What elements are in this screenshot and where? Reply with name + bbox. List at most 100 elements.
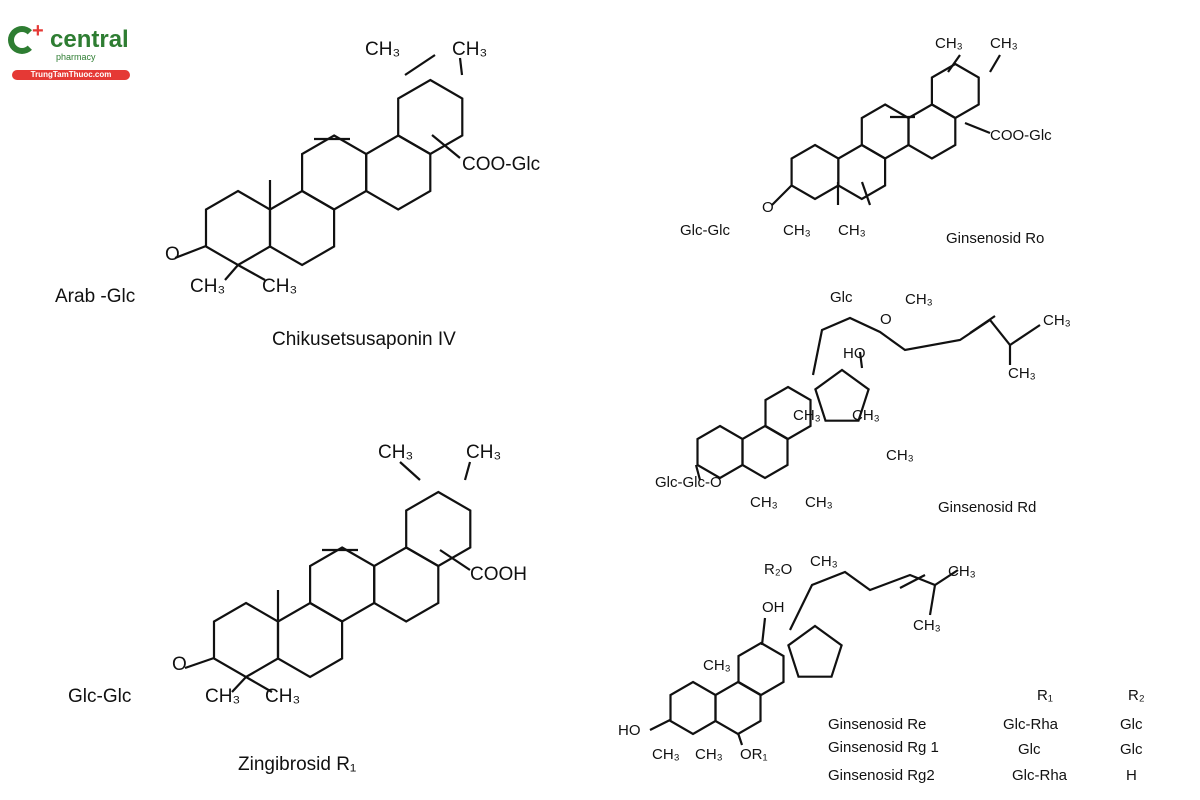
label: CH₃ — [262, 276, 297, 297]
ginsenosid-ro-structure: CH₃ CH₃ COO-Glc O Glc-Glc CH₃ CH₃ Ginsen… — [680, 35, 1052, 247]
ring — [405, 490, 472, 568]
label: O — [165, 244, 180, 265]
bond — [694, 464, 702, 481]
label: CH₃ — [948, 563, 976, 580]
bond — [964, 121, 991, 135]
table-cell: Glc — [1120, 716, 1143, 733]
ring — [907, 103, 957, 160]
label: CH₃ — [810, 553, 838, 570]
bond — [858, 351, 864, 369]
bond — [736, 732, 744, 746]
table-cell: Glc-Rha — [1012, 767, 1068, 784]
compound-name: Chikusetsusaponin IV — [272, 329, 456, 350]
compound-name: Ginsenosid Rd — [938, 499, 1036, 516]
label: CH₃ — [466, 442, 501, 463]
table-header: R₁ — [1037, 687, 1053, 704]
label: CH₃ — [265, 686, 300, 707]
label: COO-Glc — [990, 127, 1052, 144]
bond — [439, 549, 471, 571]
label: R₂O — [764, 561, 792, 578]
bond — [458, 57, 464, 76]
ring — [373, 546, 440, 623]
label: CH₃ — [793, 407, 821, 424]
label: CH₃ — [703, 657, 731, 674]
table-cell: Glc-Rha — [1003, 716, 1059, 733]
label: CH₃ — [990, 35, 1018, 52]
logo-c-icon — [8, 26, 36, 54]
bond — [231, 676, 247, 693]
ring — [837, 143, 887, 201]
label: COOH — [470, 564, 527, 585]
label: CH₃ — [1043, 312, 1071, 329]
table-cell: Glc — [1018, 741, 1041, 758]
ring — [737, 641, 785, 697]
substituent-table: R₁ R₂ Ginsenosid Re Glc-Rha Glc Ginsenos… — [828, 687, 1145, 784]
table-cell: Ginsenosid Rg 1 — [828, 739, 939, 756]
ring — [397, 78, 464, 156]
label: CH₃ — [750, 494, 778, 511]
bond — [224, 264, 239, 281]
bond — [771, 184, 793, 206]
label: CH₃ — [695, 746, 723, 763]
table-cell: H — [1126, 767, 1137, 784]
label: CH₃ — [913, 617, 941, 634]
compound-name: Ginsenosid Ro — [946, 230, 1044, 247]
ginsenosid-rd-structure: Glc O CH₃ CH₃ CH₃ HO CH₃ CH₃ CH₃ Glc-Glc… — [655, 289, 1071, 516]
label: Glc — [830, 289, 853, 306]
table-cell: Glc — [1120, 741, 1143, 758]
bond — [237, 264, 266, 281]
label: CH₃ — [805, 494, 833, 511]
bond — [184, 656, 215, 670]
central-pharmacy-logo: + central pharmacy TrungTamThuoc.com — [6, 20, 130, 84]
label: CH₃ — [205, 686, 240, 707]
logo-sub: pharmacy — [56, 52, 96, 62]
logo-plus-icon: + — [32, 20, 44, 42]
label: CH₃ — [1008, 365, 1036, 382]
label: CH₃ — [838, 222, 866, 239]
bond — [174, 244, 207, 260]
label: CH₃ — [886, 447, 914, 464]
bond — [811, 316, 1041, 376]
label: O — [762, 199, 774, 216]
label: CH₃ — [935, 35, 963, 52]
ring — [268, 189, 336, 267]
logo-site: TrungTamThuoc.com — [12, 70, 130, 80]
bond — [649, 719, 671, 731]
bond-lines — [174, 54, 1041, 746]
label: OH — [762, 599, 785, 616]
table-header: R₂ — [1128, 687, 1145, 704]
ginsenosid-re-structure: R₂O CH₃ CH₃ CH₃ OH CH₃ HO CH₃ CH₃ OR₁ R₁… — [618, 553, 1145, 784]
bond — [969, 315, 996, 334]
ring — [309, 546, 376, 623]
label: CH₃ — [652, 746, 680, 763]
bond — [245, 676, 273, 693]
label: COO-Glc — [462, 154, 540, 175]
label: CH₃ — [365, 39, 400, 60]
bond — [989, 54, 1001, 73]
ring — [204, 189, 272, 267]
chikusetsusaponin-structure: CH₃ CH₃ COO-Glc O Arab -Glc CH₃ CH₃ Chik… — [55, 39, 540, 350]
bond — [431, 134, 461, 159]
table-cell: Ginsenosid Rg2 — [828, 767, 935, 784]
label: Arab -Glc — [55, 286, 135, 307]
ring — [787, 624, 843, 678]
label: CH₃ — [190, 276, 225, 297]
bond — [463, 461, 472, 481]
label: O — [880, 311, 892, 328]
label: HO — [843, 345, 866, 362]
label: CH₃ — [905, 291, 933, 308]
label: CH₃ — [452, 39, 487, 60]
bond — [404, 54, 436, 76]
ring — [790, 143, 840, 201]
ring — [930, 62, 980, 120]
ring — [696, 424, 744, 480]
ring — [301, 134, 368, 211]
label: Glc-Glc — [68, 686, 131, 707]
label: Glc-Glc — [680, 222, 730, 239]
label: OR₁ — [740, 746, 768, 763]
bond — [760, 617, 767, 646]
ring — [764, 385, 812, 441]
label: O — [172, 654, 187, 675]
